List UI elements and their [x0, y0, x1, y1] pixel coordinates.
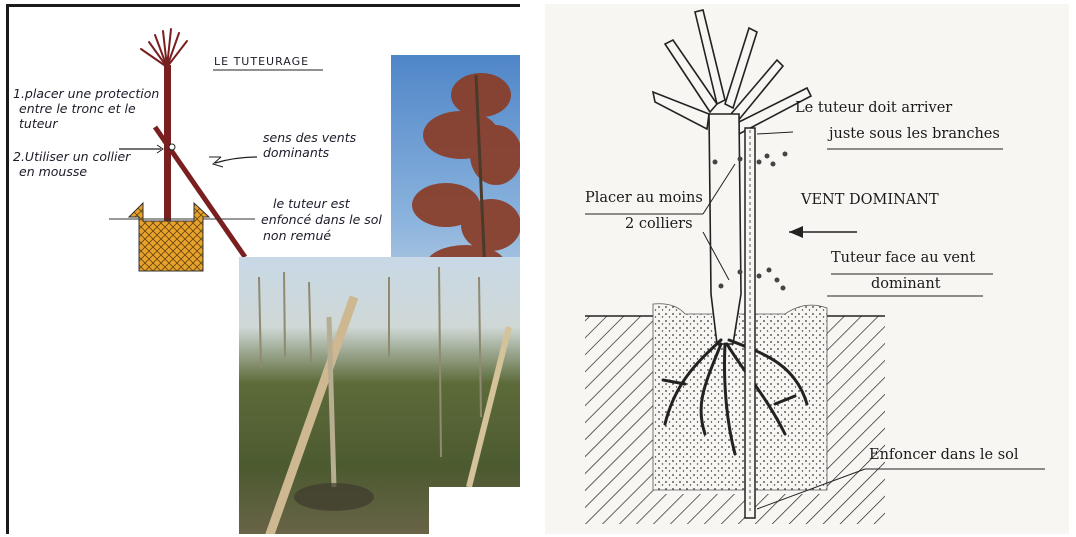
step1-line2: entre le tronc et le: [19, 102, 136, 116]
label-top-line1: Le tuteur doit arriver: [795, 100, 952, 117]
step2-line2: en mousse: [19, 165, 87, 179]
label-colliers-line1: Placer au moins: [585, 190, 703, 207]
staked-trees-photo: [239, 257, 520, 534]
label-sol: Enfoncer dans le sol: [869, 447, 1019, 464]
label-vent-dominant: VENT DOMINANT: [801, 192, 939, 209]
label-colliers-line2: 2 colliers: [625, 216, 693, 233]
step1-line3: tuteur: [19, 117, 57, 131]
label-face-line2: dominant: [871, 276, 941, 293]
stake-line3: non remué: [263, 229, 331, 243]
wind-line1: sens des vents: [263, 131, 356, 145]
step2-line1: 2.Utiliser un collier: [13, 150, 130, 164]
sketch-title: LE TUTEURAGE: [214, 55, 309, 69]
stake-line1: le tuteur est: [273, 197, 350, 211]
left-illustration-panel: LE TUTEURAGE 1.placer une protection ent…: [6, 4, 520, 534]
stake-line2: enfoncé dans le sol: [261, 213, 382, 227]
wind-line2: dominants: [263, 146, 329, 160]
right-diagram-panel: Le tuteur doit arriver juste sous les br…: [545, 4, 1069, 534]
label-face-line1: Tuteur face au vent: [831, 250, 975, 267]
step1-line1: 1.placer une protection: [13, 87, 159, 101]
label-top-line2: juste sous les branches: [829, 126, 1000, 143]
